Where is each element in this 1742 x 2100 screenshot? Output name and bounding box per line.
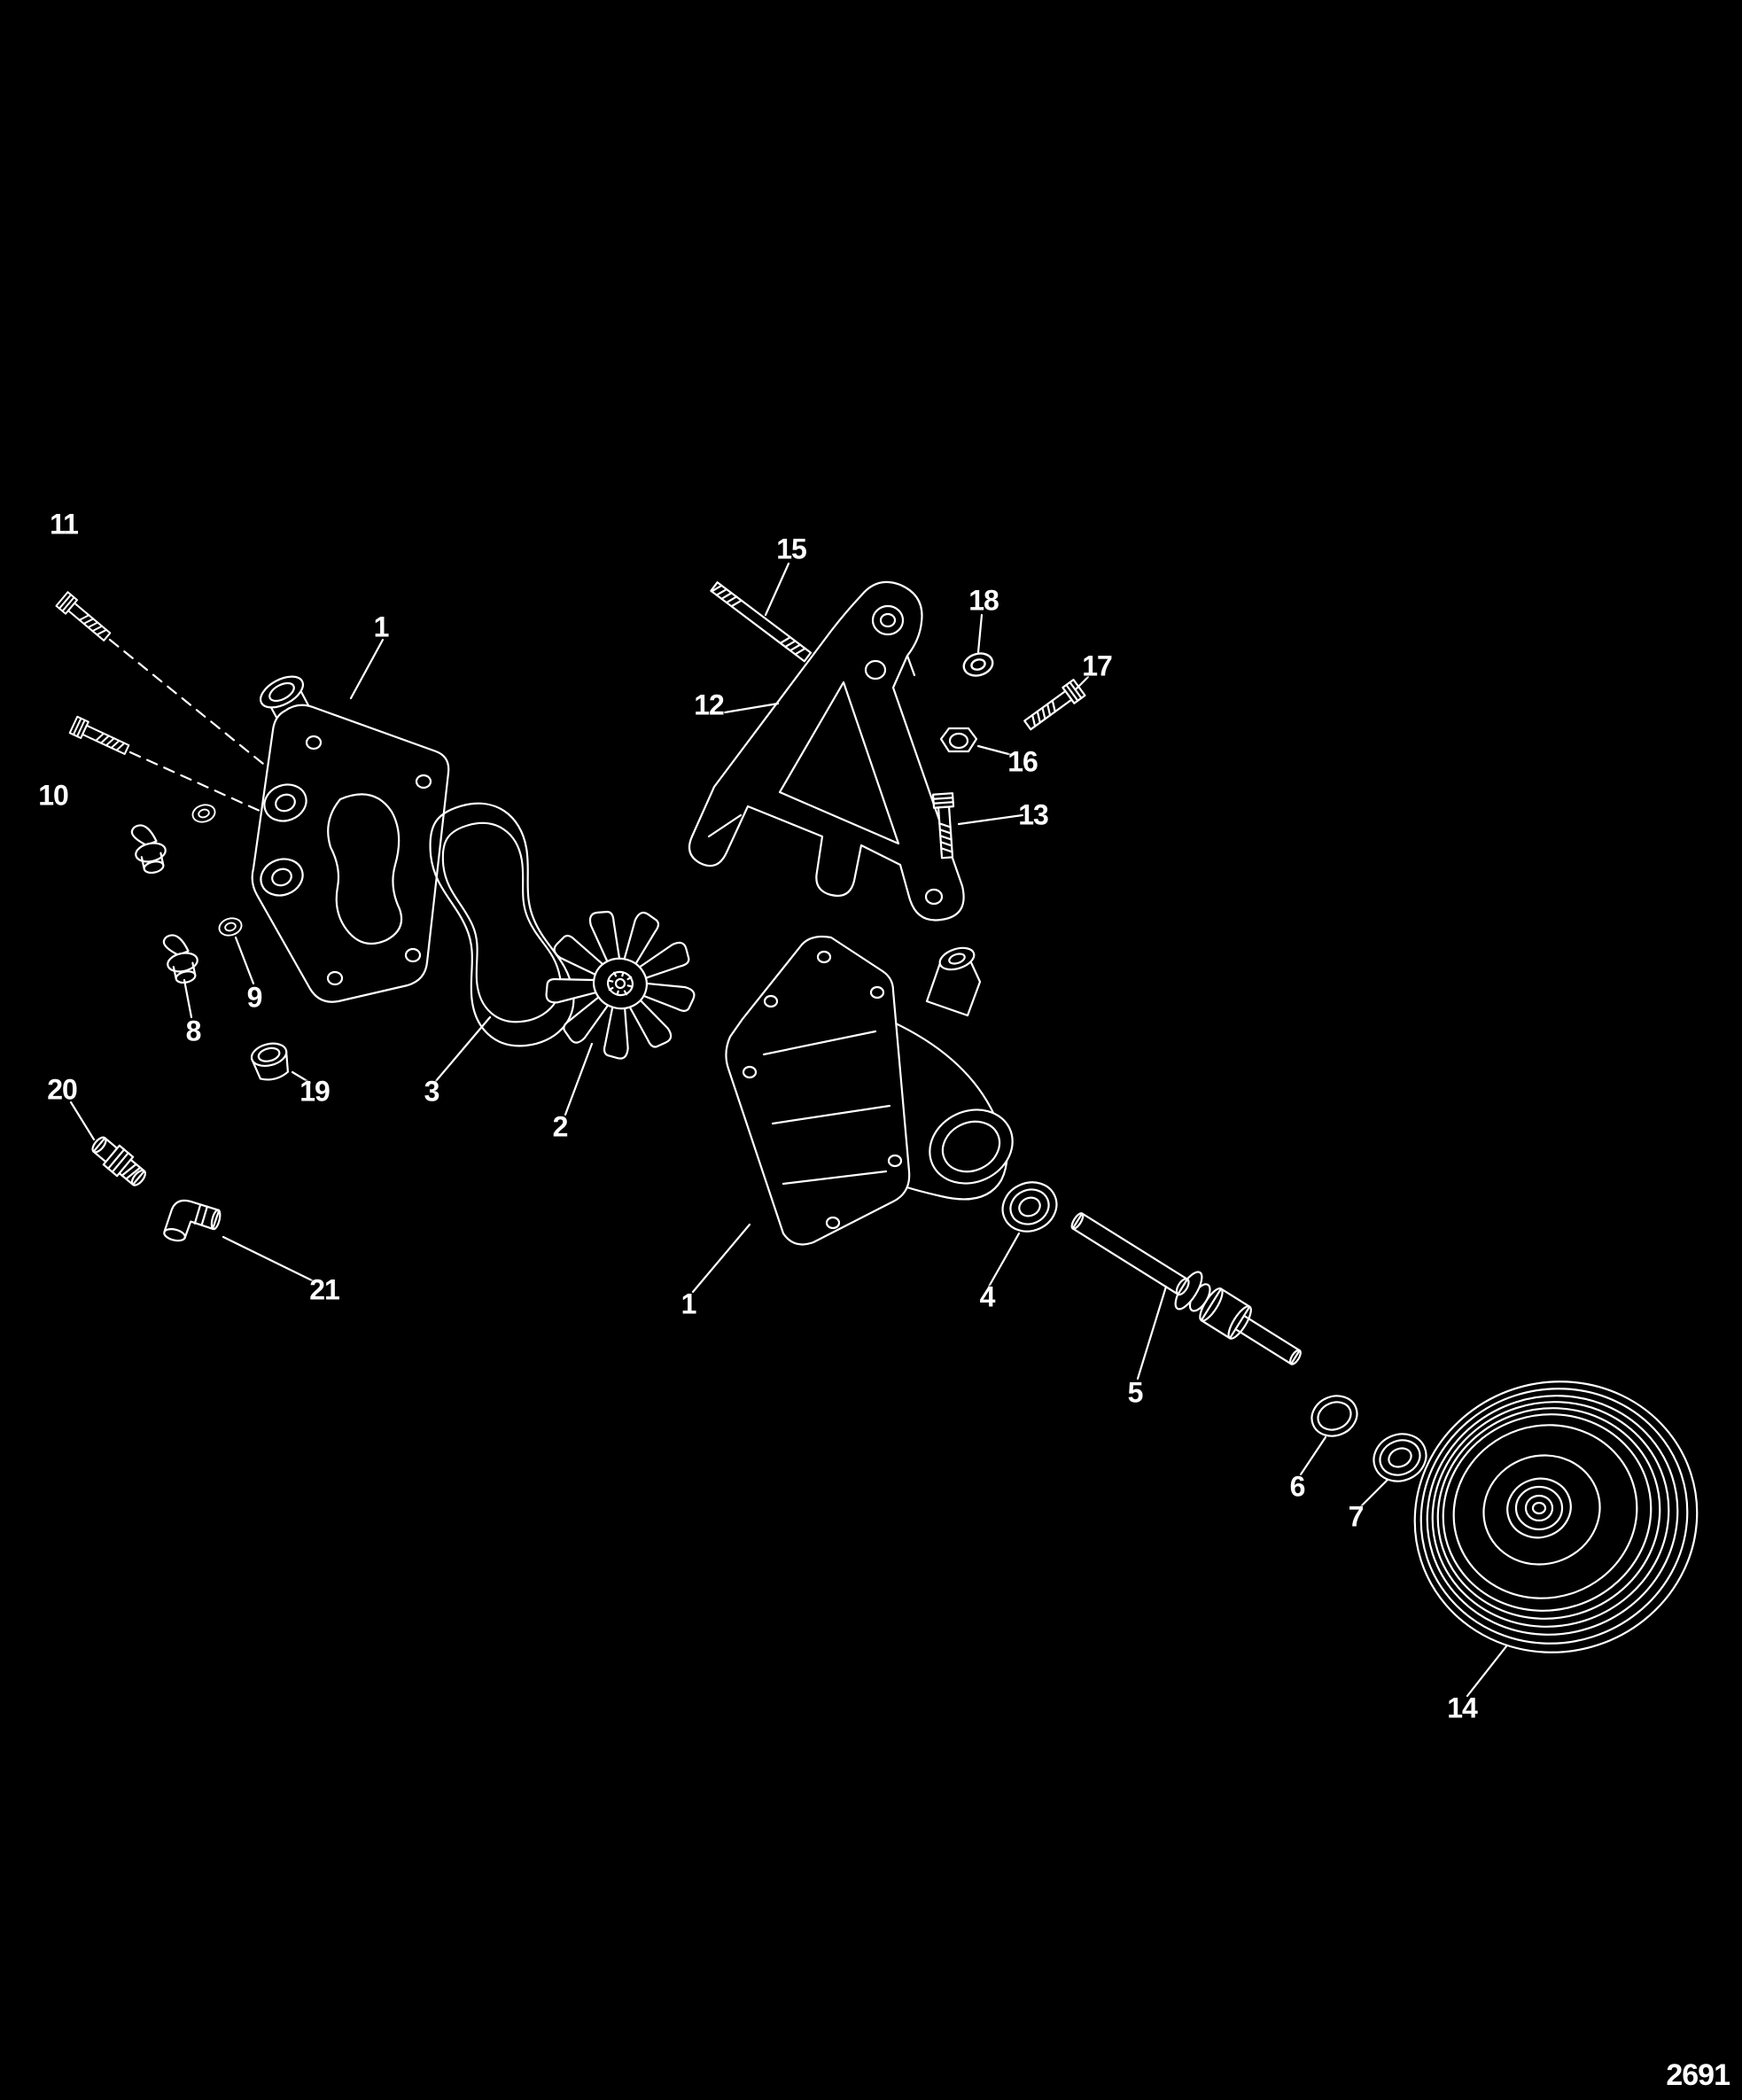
drive-shaft-drawing [1070, 1212, 1302, 1365]
hex-nut-drawing [939, 727, 978, 753]
mounting-bracket-drawing [688, 580, 965, 922]
callout-leader-lines [69, 562, 1508, 1698]
water-pump-cover-drawing [251, 675, 450, 1003]
washer-drawing [960, 649, 997, 681]
straight-fitting-drawing [91, 1136, 147, 1186]
hex-bolt-10-drawing [68, 715, 132, 759]
bolt-insertion-dashed-lines [108, 638, 281, 821]
shaft-seal-drawing [1001, 1181, 1058, 1233]
oil-seal-drawing [1373, 1433, 1427, 1482]
gasket-drawing [429, 802, 575, 1047]
o-ring-9-drawing [216, 914, 245, 939]
pump-housing-drawing [725, 935, 1014, 1246]
stud-bolt-drawing [710, 581, 813, 663]
impeller-drawing [543, 907, 697, 1061]
o-ring-upper-drawing [190, 801, 218, 826]
hex-bolt-11-drawing [55, 591, 114, 645]
pulley-drawing [1413, 1381, 1699, 1653]
elbow-fitting-drawing [163, 1199, 222, 1242]
drain-fitting-upper-drawing [128, 820, 171, 877]
o-ring-6-drawing [1310, 1395, 1358, 1437]
hex-plug-drawing [250, 1042, 290, 1081]
hex-bolt-17-drawing [1021, 679, 1086, 735]
drain-fitting-8-drawing [160, 929, 203, 987]
drawing-number: 2691 [1666, 2058, 1730, 2092]
